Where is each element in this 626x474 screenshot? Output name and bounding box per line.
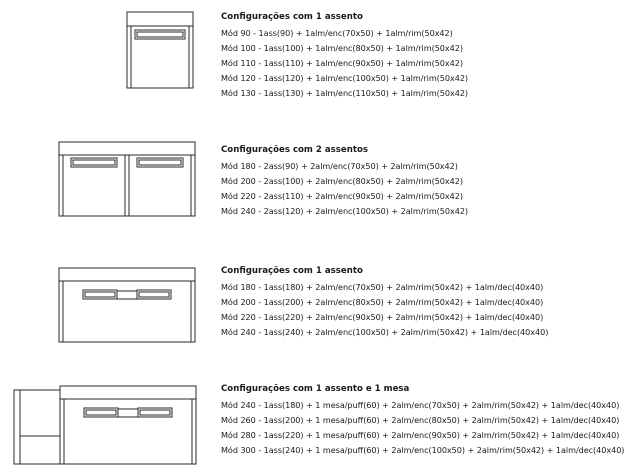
config-line: Mód 280 - 1ass(220) + 1 mesa/puff(60) + …: [221, 430, 620, 440]
config-title: Configurações com 1 assento: [221, 12, 363, 22]
config-line: Mód 110 - 1ass(110) + 1alm/enc(90x50) + …: [221, 58, 463, 68]
config-line: Mód 120 - 1ass(120) + 1alm/enc(100x50) +…: [221, 73, 469, 83]
config-line: Mód 220 - 1ass(220) + 2alm/enc(90x50) + …: [221, 312, 544, 322]
config-line: Mód 130 - 1ass(130) + 1alm/enc(110x50) +…: [221, 88, 469, 98]
config-title: Configurações com 1 assento e 1 mesa: [221, 384, 410, 394]
config-line: Mód 200 - 1ass(200) + 2alm/enc(80x50) + …: [221, 297, 544, 307]
config-line: Mód 200 - 2ass(100) + 2alm/enc(80x50) + …: [221, 176, 463, 186]
config-line: Mód 300 - 1ass(240) + 1 mesa/puff(60) + …: [221, 445, 625, 455]
config-line: Mód 100 - 1ass(100) + 1alm/enc(80x50) + …: [221, 43, 463, 53]
config-title: Configurações com 2 assentos: [221, 145, 368, 155]
sofa-diagram-1-seat: [125, 10, 195, 90]
sofa-diagram-seat-table: [12, 384, 198, 468]
sofa-diagram-2-seats: [57, 140, 197, 220]
config-title: Configurações com 1 assento: [221, 266, 363, 276]
config-line: Mód 180 - 2ass(90) + 2alm/enc(70x50) + 2…: [221, 161, 458, 171]
config-line: Mód 220 - 2ass(110) + 2alm/enc(90x50) + …: [221, 191, 463, 201]
config-line: Mód 260 - 1ass(200) + 1 mesa/puff(60) + …: [221, 415, 620, 425]
config-line: Mód 90 - 1ass(90) + 1alm/enc(70x50) + 1a…: [221, 28, 453, 38]
config-line: Mód 180 - 1ass(180) + 2alm/enc(70x50) + …: [221, 282, 544, 292]
config-line: Mód 240 - 2ass(120) + 2alm/enc(100x50) +…: [221, 206, 469, 216]
config-line: Mód 240 - 1ass(180) + 1 mesa/puff(60) + …: [221, 400, 620, 410]
config-line: Mód 240 - 1ass(240) + 2alm/enc(100x50) +…: [221, 327, 549, 337]
sofa-diagram-long-seat: [57, 266, 197, 346]
